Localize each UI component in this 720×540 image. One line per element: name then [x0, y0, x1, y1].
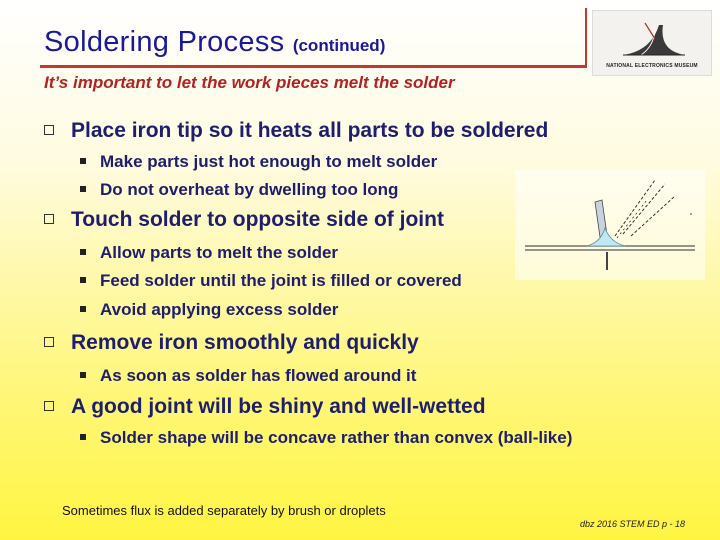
- square-bullet-icon: [44, 214, 54, 224]
- square-bullet-icon: [80, 186, 86, 192]
- bullet-3-text: Remove iron smoothly and quickly: [71, 331, 419, 354]
- bullet-2-text: Touch solder to opposite side of joint: [71, 208, 444, 231]
- square-bullet-icon: [44, 125, 54, 135]
- sub-bullet-2-1: Allow parts to melt the solder: [80, 243, 338, 263]
- square-bullet-icon: [80, 277, 86, 283]
- sub-bullet-4-1: Solder shape will be concave rather than…: [80, 428, 572, 448]
- sub-bullet-1-2: Do not overheat by dwelling too long: [80, 180, 398, 200]
- slide-footer: dbz 2016 STEM ED p - 18: [580, 519, 686, 529]
- sub-bullet-text: Make parts just hot enough to melt solde…: [100, 152, 438, 171]
- bullet-4-text: A good joint will be shiny and well-wett…: [71, 395, 486, 418]
- bullet-1-text: Place iron tip so it heats all parts to …: [71, 119, 549, 142]
- square-bullet-icon: [80, 158, 86, 164]
- sub-bullet-2-3: Avoid applying excess solder: [80, 300, 338, 320]
- flux-note: Sometimes flux is added separately by br…: [62, 503, 386, 518]
- slide-subtitle: It’s important to let the work pieces me…: [44, 73, 455, 92]
- slide-title: Soldering Process (continued): [44, 26, 385, 59]
- sub-bullet-2-2: Feed solder until the joint is filled or…: [80, 271, 462, 291]
- square-bullet-icon: [80, 372, 86, 378]
- square-bullet-icon: [80, 249, 86, 255]
- logo-text: NATIONAL ELECTRONICS MUSEUM: [606, 63, 698, 69]
- sub-bullet-text: Allow parts to melt the solder: [100, 243, 339, 262]
- square-bullet-icon: [44, 337, 54, 347]
- sub-bullet-3-1: As soon as solder has flowed around it: [80, 366, 416, 386]
- bullet-2: Touch solder to opposite side of joint: [44, 208, 444, 232]
- museum-logo: NATIONAL ELECTRONICS MUSEUM: [592, 10, 712, 76]
- title-underline: [40, 65, 585, 68]
- sub-bullet-text: Solder shape will be concave rather than…: [100, 428, 573, 447]
- bullet-3: Remove iron smoothly and quickly: [44, 331, 419, 355]
- square-bullet-icon: [44, 401, 54, 411]
- sub-bullet-text: Feed solder until the joint is filled or…: [100, 271, 462, 290]
- sub-bullet-text: As soon as solder has flowed around it: [100, 366, 417, 385]
- sub-bullet-text: Do not overheat by dwelling too long: [100, 180, 399, 199]
- title-divider: [585, 8, 587, 68]
- bullet-1: Place iron tip so it heats all parts to …: [44, 119, 548, 143]
- sub-bullet-text: Avoid applying excess solder: [100, 300, 339, 319]
- bullet-4: A good joint will be shiny and well-wett…: [44, 395, 486, 419]
- square-bullet-icon: [80, 306, 86, 312]
- museum-logo-icon: [623, 22, 685, 56]
- title-main: Soldering Process: [44, 26, 285, 58]
- soldering-joint-illustration: [515, 170, 705, 280]
- sub-bullet-1-1: Make parts just hot enough to melt solde…: [80, 152, 437, 172]
- title-sub: (continued): [292, 36, 386, 55]
- square-bullet-icon: [80, 434, 86, 440]
